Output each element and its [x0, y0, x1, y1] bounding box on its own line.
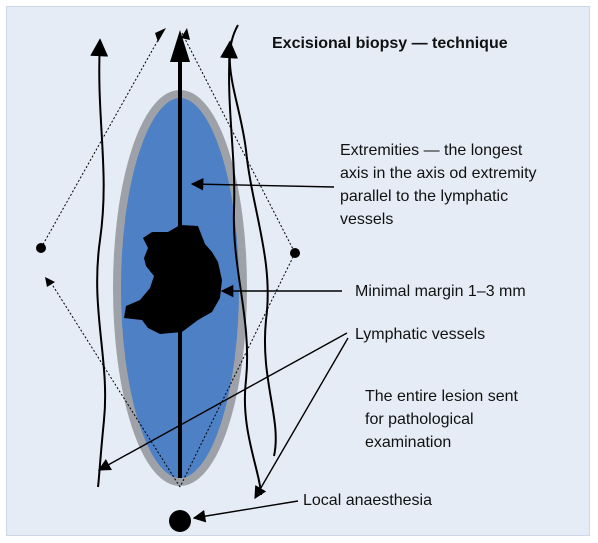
label-lesion-line-2: for pathological — [365, 408, 518, 431]
arrowhead-top-left — [155, 28, 166, 42]
label-minimal-margin: Minimal margin 1–3 mm — [355, 280, 526, 303]
leader-anaesthesia — [194, 501, 298, 518]
leader-lymphatic-2 — [255, 338, 348, 498]
label-extremities-line-2: axis in the axis od extremity — [340, 162, 537, 185]
vessel-left — [97, 40, 105, 487]
label-extremities-line-4: vessels — [340, 208, 537, 231]
label-extremities: Extremities — the longest axis in the ax… — [340, 139, 537, 231]
label-lymphatic-vessels: Lymphatic vessels — [355, 323, 485, 346]
label-local-anaesthesia: Local anaesthesia — [303, 489, 432, 512]
label-lesion-line-1: The entire lesion sent — [365, 385, 518, 408]
diagram-title: Excisional biopsy — technique — [272, 32, 508, 55]
anaesthesia-dot — [169, 510, 191, 532]
label-lesion-line-3: examination — [365, 431, 518, 454]
label-lesion-examination: The entire lesion sent for pathological … — [365, 385, 518, 454]
arrowhead-left — [45, 277, 55, 287]
injection-point-left — [36, 243, 46, 253]
injection-point-right — [290, 248, 300, 258]
label-extremities-line-3: parallel to the lymphatic — [340, 185, 537, 208]
label-extremities-line-1: Extremities — the longest — [340, 139, 537, 162]
